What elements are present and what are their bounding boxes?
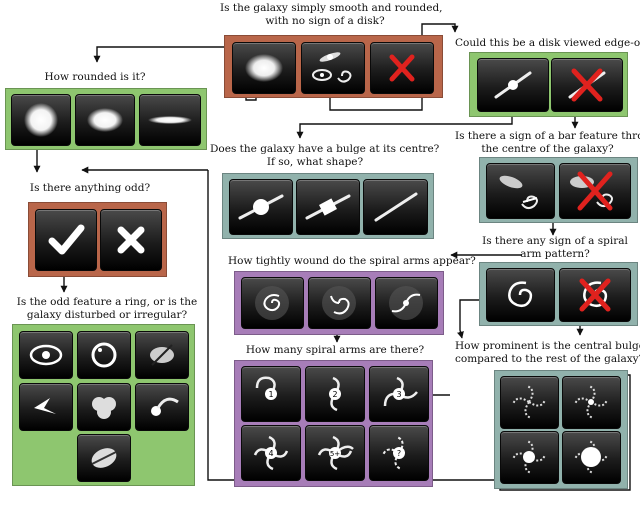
disturbed-icon[interactable] [135,331,189,379]
no-spiral-icon[interactable] [559,268,631,322]
question-7-line-1: Is there any sign of a spiral [482,235,628,247]
question-2-line-1: How rounded is it? [44,71,146,83]
completely-round-icon[interactable] [11,94,71,146]
question-7-line-2: arm pattern? [520,248,590,260]
question-9-line-1: Is the odd feature a ring, or is the [16,296,198,308]
question-7: Is there any sign of a spiral arm patter… [475,235,635,261]
two-arms-icon[interactable]: 2 [305,366,365,422]
dust-lane-icon[interactable] [77,434,131,482]
question-4-line-1: Is there a sign of a bar feature through [455,130,640,142]
question-1: Is the galaxy simply smooth and rounded,… [220,2,443,28]
rounded-bulge-icon[interactable] [229,179,293,235]
question-10: How many spiral arms are there? [240,344,430,357]
question-1-line-1: Is the galaxy simply smooth and rounded, [220,2,443,14]
arm-count-label-unknown: ? [397,449,401,458]
question-4: Is there a sign of a bar feature through… [455,130,640,156]
question-5-line-1: Does the galaxy have a bulge at its cent… [210,143,440,155]
checkmark-icon[interactable] [35,209,97,271]
arm-count-label-3: 3 [396,390,401,399]
dominant-bulge-icon[interactable] [562,431,621,484]
question-8: How tightly wound do the spiral arms app… [228,255,476,268]
tight-spiral-icon[interactable] [241,277,304,329]
question-4-line-2: the centre of the galaxy? [481,143,614,155]
question-11: How prominent is the central bulge, comp… [455,340,640,366]
other-icon[interactable] [77,383,131,431]
one-arm-icon[interactable]: 1 [241,366,301,422]
question-9: Is the odd feature a ring, or is the gal… [2,296,212,322]
question-5: Does the galaxy have a bulge at its cent… [210,143,440,169]
arm-count-label-2: 2 [332,390,337,399]
question-11-line-2: compared to the rest of the galaxy? [455,353,640,365]
arrow-q5-to-q6 [207,170,631,491]
arm-count-label-4: 4 [268,449,273,458]
question-9-line-2: galaxy disturbed or irregular? [26,309,188,321]
four-arms-icon[interactable]: 4 [241,425,301,481]
question-3-line-1: Could this be a disk viewed edge-on? [455,37,640,49]
question-11-line-1: How prominent is the central bulge, [455,340,640,352]
medium-spiral-icon[interactable] [308,277,371,329]
boxy-bulge-icon[interactable] [296,179,360,235]
question-6-line-1: Is there anything odd? [29,182,151,194]
no-bar-icon[interactable] [559,163,631,219]
irregular-icon[interactable] [19,383,73,431]
bar-icon[interactable] [486,163,555,219]
question-2: How rounded is it? [15,71,175,84]
obvious-bulge-icon[interactable] [500,431,559,484]
just-noticeable-bulge-icon[interactable] [562,376,621,429]
in-between-icon[interactable] [75,94,135,146]
arm-count-label-5plus: 5+ [330,450,340,458]
arm-count-label-1: 1 [268,390,273,399]
ring-icon[interactable] [19,331,73,379]
x-icon[interactable] [100,209,162,271]
star-artifact-icon[interactable] [370,42,434,94]
cigar-shaped-icon[interactable] [139,94,201,146]
smooth-galaxy-icon[interactable] [232,42,296,94]
features-or-disk-icon[interactable] [301,42,365,94]
more-than-four-arms-icon[interactable]: 5+ [305,425,365,481]
not-edge-on-icon[interactable] [551,58,623,112]
question-3: Could this be a disk viewed edge-on? [455,37,640,50]
merger-icon[interactable] [135,383,189,431]
no-bulge-q11-icon[interactable] [500,376,559,429]
question-1-line-2: with no sign of a disk? [265,15,385,27]
no-bulge-icon[interactable] [363,179,428,235]
question-5-line-2: If so, what shape? [266,156,364,168]
spiral-icon[interactable] [486,268,555,322]
question-8-line-1: How tightly wound do the spiral arms app… [228,255,476,267]
cant-tell-arms-icon[interactable]: ? [369,425,429,481]
question-10-line-1: How many spiral arms are there? [245,344,425,356]
arrow-q3-to-q5 [296,114,513,139]
question-6: Is there anything odd? [20,182,160,195]
loose-spiral-icon[interactable] [375,277,438,329]
three-arms-icon[interactable]: 3 [369,366,429,422]
lens-icon[interactable] [77,331,131,379]
edge-on-disk-icon[interactable] [477,58,549,112]
